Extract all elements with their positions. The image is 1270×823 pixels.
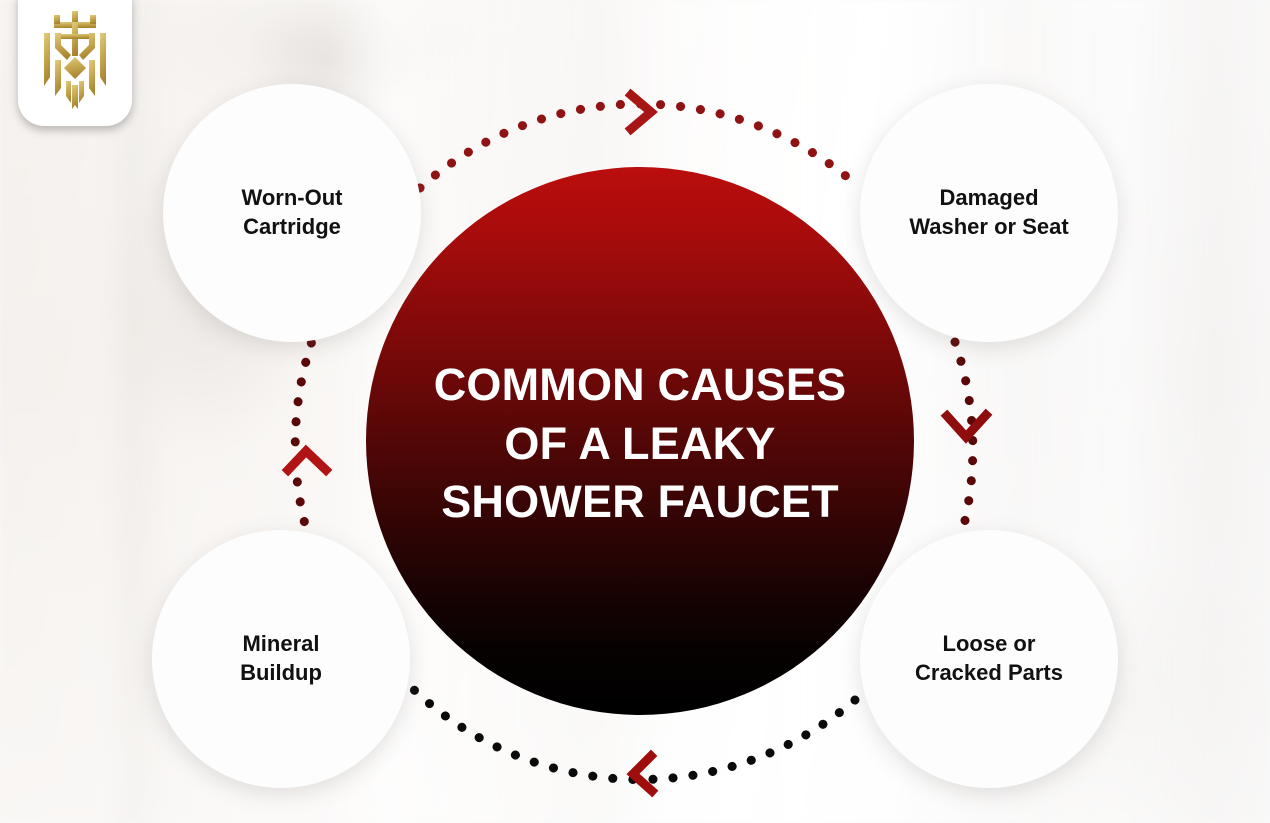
arc-bottom-dots [407, 683, 860, 785]
node-worn-out-cartridge[interactable]: Worn-Out Cartridge [163, 84, 421, 342]
node-label-line-2: Cracked Parts [915, 660, 1063, 685]
node-label-line-1: Worn-Out [241, 185, 343, 211]
node-label-line-1: Mineral [242, 631, 320, 657]
node-loose-cracked-parts[interactable]: Loose or Cracked Parts [860, 530, 1118, 788]
page-title-line-2: OF A LEAKY [504, 417, 776, 469]
node-label-line-2: Cartridge [243, 214, 341, 239]
node-label-line-2: Buildup [240, 660, 322, 685]
node-label-line-2: Washer or Seat [909, 214, 1069, 239]
arrow-up-icon [281, 444, 333, 477]
page-title-line-1: COMMON CAUSES [433, 359, 847, 411]
arc-right-dots [950, 337, 978, 561]
node-label: Mineral Buildup [224, 630, 338, 687]
arrow-right-icon [624, 88, 658, 136]
logo-badge[interactable] [18, 0, 132, 126]
node-label: Loose or Cracked Parts [899, 630, 1079, 687]
node-label-line-1: Loose or [942, 631, 1036, 657]
node-label-line-1: Damaged [939, 185, 1039, 211]
crest-shield-logo-icon [44, 11, 106, 109]
arrow-down-icon [940, 408, 993, 444]
node-mineral-buildup[interactable]: Mineral Buildup [152, 530, 410, 788]
page-title: COMMON CAUSES OF A LEAKY SHOWER FAUCET [390, 356, 890, 532]
node-label: Damaged Washer or Seat [893, 184, 1084, 241]
node-label: Worn-Out Cartridge [225, 184, 358, 241]
arrow-left-icon [626, 749, 659, 798]
page-title-line-3: SHOWER FAUCET [441, 476, 839, 528]
node-damaged-washer-seat[interactable]: Damaged Washer or Seat [860, 84, 1118, 342]
arc-left-dots [290, 333, 321, 565]
center-disc: COMMON CAUSES OF A LEAKY SHOWER FAUCET [366, 167, 914, 715]
